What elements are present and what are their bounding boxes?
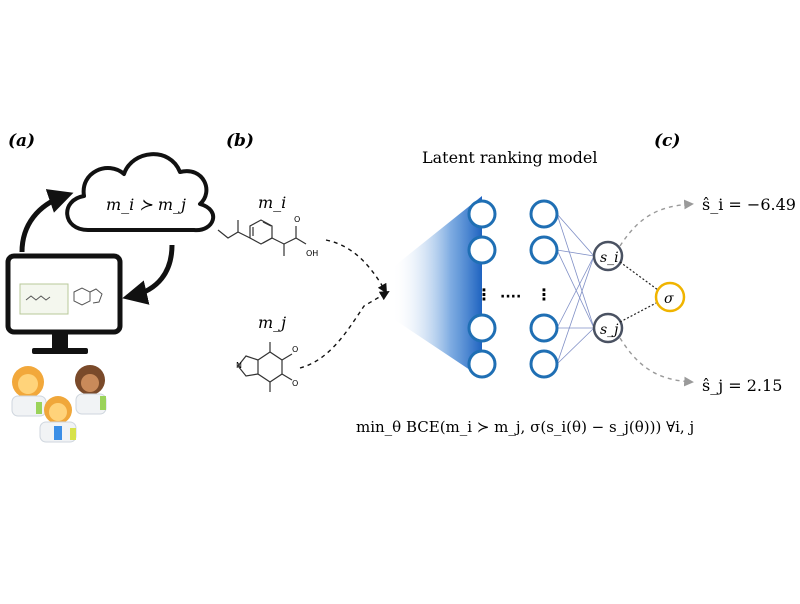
- ellipsis-vertical-2: ⋮: [536, 285, 552, 304]
- molecule-i-o: O: [294, 215, 300, 224]
- molecule-j-n: N: [236, 361, 242, 370]
- scientist-icon-3: [75, 365, 107, 415]
- panel-label-b: (b): [226, 131, 254, 151]
- edge-0-0: [556, 213, 595, 257]
- input-node-2: [467, 313, 497, 343]
- ellipsis-horizontal: ····: [500, 289, 521, 305]
- cloud-icon: [65, 152, 216, 233]
- prediction-i: ŝ_i = −6.49: [702, 195, 796, 214]
- molecule-i-structure: [217, 219, 307, 256]
- cycle-arrow-down: [122, 244, 175, 305]
- scientist-icon-2: [39, 396, 77, 443]
- edge-2-0: [556, 255, 595, 329]
- hidden-node-1: [529, 235, 559, 265]
- score-node-j: [592, 312, 624, 344]
- input-node-1: [467, 235, 497, 265]
- panel-label-c: (c): [654, 131, 680, 151]
- edge-1-0: [556, 249, 595, 257]
- input-arrow-top: [325, 239, 387, 294]
- cycle-arrow-up: [19, 189, 74, 253]
- sigma-link-i: [619, 261, 659, 291]
- molecule-j-structure: [237, 342, 293, 392]
- ellipsis-vertical-1: ⋮: [476, 285, 492, 304]
- objective-formula: min_θ BCE(m_i ≻ m_j, σ(s_i(θ) − s_j(θ)))…: [356, 418, 694, 436]
- cloud-relation-label: m_i ≻ m_j: [106, 195, 186, 214]
- edge-1-1: [556, 249, 595, 329]
- input-arrow-bottom: [299, 291, 390, 369]
- input-node-0: [467, 199, 497, 229]
- molecule-i-oh: OH: [306, 249, 318, 258]
- output-arrow-i: [619, 199, 694, 247]
- hidden-node-2: [529, 313, 559, 343]
- score-label-j: s_j: [600, 322, 619, 338]
- prediction-j: ŝ_j = 2.15: [702, 376, 782, 395]
- molecule-label-i: m_i: [258, 193, 286, 212]
- hidden-node-3: [529, 349, 559, 379]
- score-node-i: [592, 240, 624, 272]
- hidden-node-0: [529, 199, 559, 229]
- molecule-j-o2: O: [292, 379, 298, 388]
- model-title: Latent ranking model: [422, 148, 597, 167]
- molecule-label-j: m_j: [258, 313, 286, 332]
- input-layer: [467, 199, 497, 379]
- scientist-icon-1: [11, 366, 47, 417]
- edge-3-1: [556, 327, 595, 365]
- input-embedding-fade: [392, 196, 482, 378]
- sigma-link-j: [619, 301, 659, 323]
- edge-3-0: [556, 255, 595, 365]
- monitor-icon: [5, 253, 123, 354]
- hidden-layer: [529, 199, 559, 379]
- score-label-i: s_i: [600, 250, 619, 266]
- molecule-j-o1: O: [292, 345, 298, 354]
- edge-0-1: [556, 213, 595, 329]
- output-arrow-j: [619, 337, 694, 387]
- network-edges: [556, 213, 595, 365]
- input-node-3: [467, 349, 497, 379]
- sigma-node: [654, 281, 686, 313]
- sigma-label: σ: [664, 291, 674, 307]
- panel-label-a: (a): [8, 131, 35, 151]
